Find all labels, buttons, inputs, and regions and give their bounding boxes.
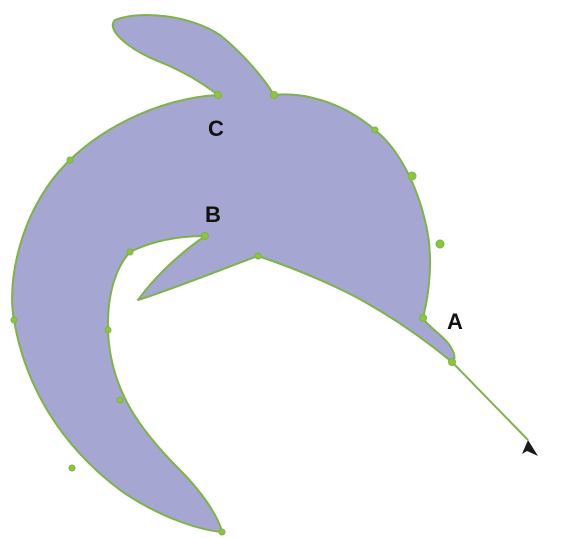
point-label-a: A [447,309,463,334]
dolphin-shape[interactable] [12,15,454,532]
bezier-handle-line [452,362,528,440]
anchor-point[interactable] [202,233,209,240]
anchor-point[interactable] [69,465,75,471]
point-label-b: B [205,202,221,227]
anchor-point[interactable] [420,315,427,322]
anchor-point[interactable] [219,529,225,535]
arrow-pointer-icon [522,440,538,456]
anchor-point[interactable] [11,317,17,323]
anchor-point[interactable] [67,157,73,163]
anchor-point[interactable] [255,253,261,259]
anchor-point[interactable] [105,327,111,333]
anchor-point[interactable] [127,249,133,255]
anchor-point[interactable] [408,172,416,180]
anchor-point[interactable] [271,92,278,99]
anchor-point[interactable] [372,127,378,133]
anchor-point[interactable] [117,397,123,403]
anchor-point[interactable] [449,359,456,366]
point-label-c: C [208,116,224,141]
anchor-point[interactable] [215,92,222,99]
anchor-point[interactable] [436,240,444,248]
